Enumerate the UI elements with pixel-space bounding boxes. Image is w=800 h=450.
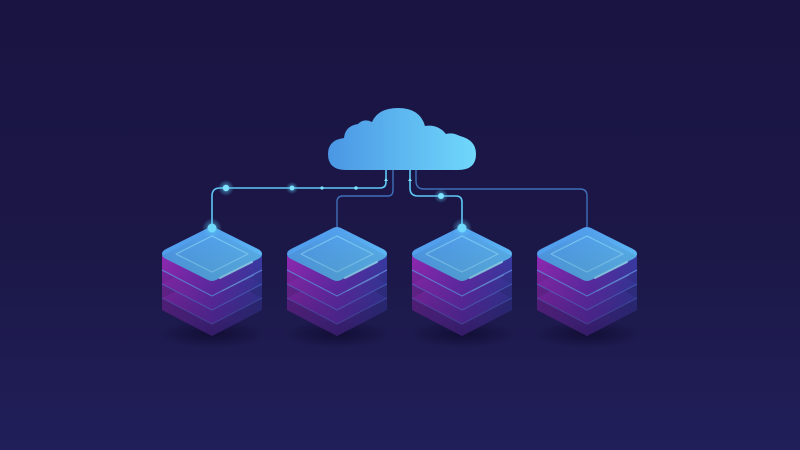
server-3 xyxy=(406,218,518,349)
server-4 xyxy=(531,226,643,349)
server-2 xyxy=(281,226,393,349)
cloud-icon xyxy=(328,108,476,170)
connection-lines xyxy=(211,165,588,231)
server-1 xyxy=(156,218,268,349)
connection-nodes xyxy=(218,180,448,203)
